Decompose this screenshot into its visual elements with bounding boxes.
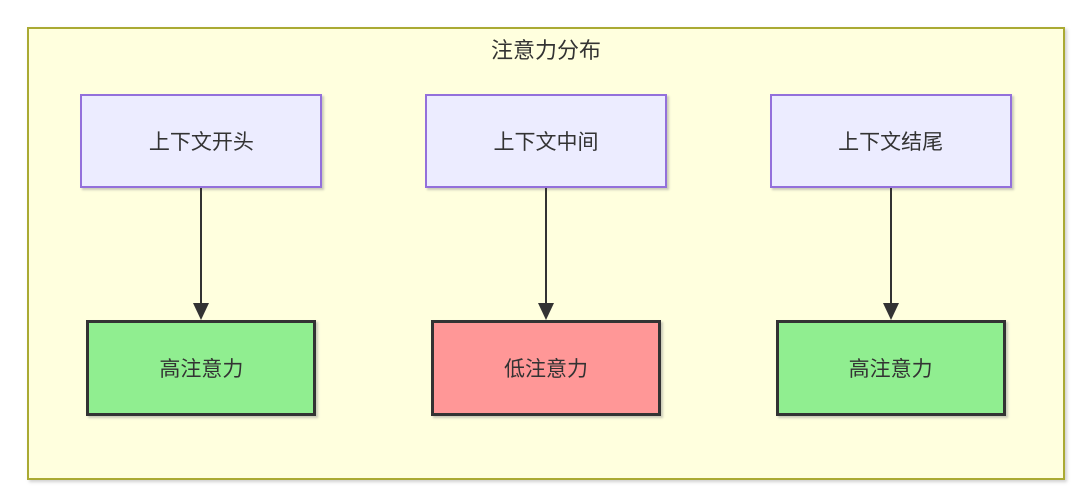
- node-context-middle: 上下文中间: [424, 94, 667, 188]
- arrow-down-icon: [537, 188, 554, 320]
- attention-distribution-cluster: 注意力分布 上下文开头 高注意力 上下文中间 低注意力 上下文结尾: [27, 27, 1065, 480]
- column-context-end: 上下文结尾 高注意力: [769, 94, 1012, 416]
- column-context-start: 上下文开头 高注意力: [80, 94, 323, 416]
- arrow-down-icon: [193, 188, 210, 320]
- arrow-down-icon: [882, 188, 899, 320]
- node-high-attention-1: 高注意力: [86, 320, 317, 416]
- node-high-attention-2: 高注意力: [775, 320, 1006, 416]
- node-context-start: 上下文开头: [80, 94, 323, 188]
- node-low-attention: 低注意力: [430, 320, 661, 416]
- node-context-end: 上下文结尾: [769, 94, 1012, 188]
- cluster-title: 注意力分布: [490, 38, 601, 63]
- column-context-middle: 上下文中间 低注意力: [424, 94, 667, 416]
- diagram-columns: 上下文开头 高注意力 上下文中间 低注意力 上下文结尾: [29, 94, 1063, 416]
